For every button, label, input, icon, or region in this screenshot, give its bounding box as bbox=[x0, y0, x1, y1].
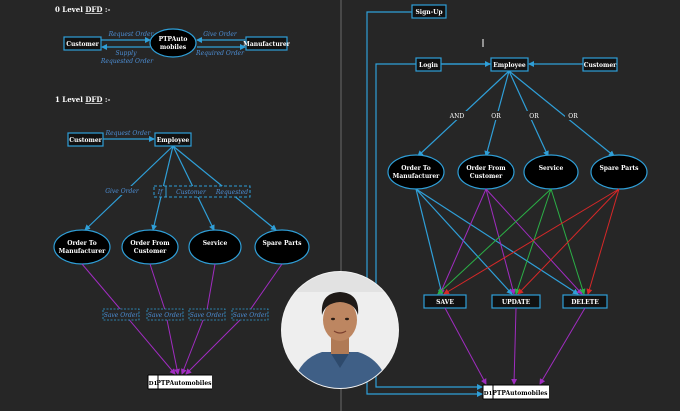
svg-text:Order To: Order To bbox=[67, 240, 96, 247]
flow-sv-save bbox=[437, 188, 552, 295]
level0-request-order-label: Request Order bbox=[108, 31, 155, 38]
level2-customer-entity: Customer bbox=[582, 57, 618, 72]
svg-text:D1: D1 bbox=[484, 391, 493, 397]
flow-om-delete bbox=[415, 188, 579, 295]
level2-process-spare-parts: Spare Parts bbox=[590, 154, 648, 190]
level2-data-store: D1 PTPAutomobiles bbox=[482, 384, 549, 400]
level2-branch-labels: AND OR OR OR bbox=[446, 111, 581, 120]
level0-manufacturer-entity: Manufacturer bbox=[243, 36, 291, 51]
level1-process-order-manufacturer: Order To Manufacturer bbox=[53, 229, 111, 265]
flow-sp-update bbox=[517, 188, 620, 295]
svg-text:Login: Login bbox=[419, 62, 439, 69]
level2-flow-to-spare-parts bbox=[508, 70, 615, 157]
level1-heading: 1 Level DFD :- bbox=[55, 95, 110, 104]
svg-text:DELETE: DELETE bbox=[571, 299, 599, 306]
condition-customer: Customer bbox=[176, 189, 207, 196]
level0-give-order-label: Give Order bbox=[203, 31, 238, 38]
flow-sv-delete bbox=[550, 188, 586, 295]
svg-text:Order To: Order To bbox=[401, 165, 430, 172]
level0-supply-label: Supply bbox=[116, 50, 138, 57]
level1-employee-entity: Employee bbox=[154, 132, 192, 147]
svg-text:PTPAutomobiles: PTPAutomobiles bbox=[492, 390, 548, 397]
svg-text:Customer: Customer bbox=[69, 137, 102, 144]
flow-oc-save bbox=[439, 188, 487, 295]
level2-process-order-manufacturer: Order To Manufacturer bbox=[387, 154, 445, 190]
level1-process-order-customer: Order From Customer bbox=[121, 229, 179, 265]
branch-label-or-3: OR bbox=[568, 113, 578, 120]
svg-text:Service: Service bbox=[539, 165, 564, 172]
flow-om-update bbox=[415, 188, 513, 295]
level0-heading: 0 Level DFD :- bbox=[55, 5, 110, 14]
level0-requested-order-label: Requested Order bbox=[100, 58, 154, 65]
svg-text:D1: D1 bbox=[149, 381, 158, 387]
flow-sv-update bbox=[514, 188, 552, 295]
level2-login-entity: Login bbox=[415, 57, 442, 72]
svg-text:Customer: Customer bbox=[134, 248, 167, 255]
svg-text:Order From: Order From bbox=[466, 165, 506, 172]
svg-text:Manufacturer: Manufacturer bbox=[59, 248, 106, 255]
svg-text:Manufacturer: Manufacturer bbox=[393, 173, 440, 180]
flow-save-store bbox=[444, 307, 487, 385]
svg-text:Service: Service bbox=[203, 240, 228, 247]
svg-text:Spare Parts: Spare Parts bbox=[599, 165, 639, 172]
level2-action-save: SAVE bbox=[423, 294, 467, 309]
level2-signup-entity: Sign-Up bbox=[411, 4, 447, 19]
condition-if: If bbox=[157, 189, 164, 196]
flow-oc-update bbox=[485, 188, 516, 295]
svg-text:Spare Parts: Spare Parts bbox=[262, 240, 302, 247]
flow-sp-delete bbox=[586, 188, 620, 295]
level2-process-order-customer: Order From Customer bbox=[457, 154, 515, 190]
level0-required-order-label: Required Order bbox=[195, 50, 245, 57]
svg-text:PTPAutomobiles: PTPAutomobiles bbox=[156, 380, 212, 387]
level0-system-process: PTPAuto mobiles bbox=[149, 28, 197, 58]
svg-text:Sign-Up: Sign-Up bbox=[415, 9, 442, 16]
branch-label-and: AND bbox=[449, 113, 465, 120]
level1-give-order-label: Give Order bbox=[105, 188, 140, 195]
level2-process-service: Service bbox=[523, 154, 579, 190]
svg-text:Save Order: Save Order bbox=[148, 312, 184, 319]
flow-delete-store bbox=[539, 307, 586, 385]
level2-action-update: UPDATE bbox=[491, 294, 541, 309]
save-order-label-2: Save Order bbox=[146, 308, 184, 321]
save-order-label-4: Save Order bbox=[231, 308, 269, 321]
svg-text:Customer: Customer bbox=[584, 62, 617, 69]
save-order-label-1: Save Order bbox=[102, 308, 140, 321]
branch-label-or-2: OR bbox=[529, 113, 539, 120]
svg-text:Manufacturer: Manufacturer bbox=[243, 41, 290, 48]
level1-data-store: D1 PTPAutomobiles bbox=[147, 374, 212, 390]
save-order-label-3: Save Order bbox=[188, 308, 226, 321]
level1-process-spare-parts: Spare Parts bbox=[254, 229, 310, 265]
flow-sp-save bbox=[443, 188, 620, 295]
condition-requested: Requested bbox=[215, 189, 248, 196]
svg-text:UPDATE: UPDATE bbox=[502, 299, 531, 306]
svg-text:Order From: Order From bbox=[130, 240, 170, 247]
svg-text:PTPAuto: PTPAuto bbox=[159, 36, 188, 43]
level1-customer-entity: Customer bbox=[67, 132, 104, 147]
svg-text:Employee: Employee bbox=[157, 137, 190, 144]
svg-text:SAVE: SAVE bbox=[436, 299, 454, 306]
svg-text:Customer: Customer bbox=[470, 173, 503, 180]
level2-action-delete: DELETE bbox=[562, 294, 608, 309]
level0-customer-entity: Customer bbox=[63, 36, 102, 51]
level1-request-order-label: Request Order bbox=[105, 130, 152, 137]
svg-text:Employee: Employee bbox=[493, 62, 526, 69]
level1-condition-box: If Customer Requested bbox=[153, 185, 251, 198]
level1-process-service: Service bbox=[188, 229, 242, 265]
level2-signup-loop-flow bbox=[366, 11, 483, 397]
svg-text:Customer: Customer bbox=[66, 41, 99, 48]
svg-text:Save Order: Save Order bbox=[104, 312, 140, 319]
svg-text:mobiles: mobiles bbox=[160, 44, 187, 51]
presenter-webcam-avatar bbox=[281, 271, 399, 389]
level2-employee-entity: Employee bbox=[490, 57, 529, 72]
flow-update-store bbox=[511, 307, 518, 385]
svg-text:Save Order: Save Order bbox=[190, 312, 226, 319]
branch-label-or-1: OR bbox=[491, 113, 501, 120]
flow-om-save bbox=[415, 188, 444, 295]
svg-text:Save Order: Save Order bbox=[233, 312, 269, 319]
